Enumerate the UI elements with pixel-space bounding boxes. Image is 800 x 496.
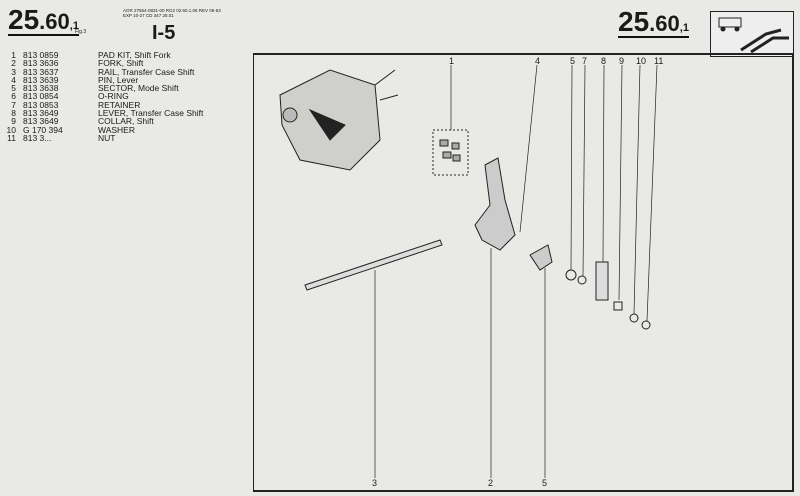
callout-label: 5 [542, 478, 548, 488]
shift-rail [304, 239, 443, 291]
part-description: COLLAR, Shift [98, 116, 154, 127]
part-description: PAD KIT, Shift Fork [98, 50, 171, 60]
callout-label: 8 [601, 56, 607, 66]
header-code: AGR 27554-0831-00 RG2 02.60.1.06 REV 06-… [123, 8, 221, 18]
item-number: 1 [11, 50, 16, 60]
parts-list-row: 6 813 0854 O-RING [4, 91, 203, 102]
item-number: 10 [6, 124, 16, 135]
part-description: WASHER [98, 124, 135, 135]
page-number-right: 25.60,1 [618, 6, 689, 38]
parts-list: 1 813 0859 PAD KIT, Shift Fork 2 813 3636 FOR… [4, 50, 204, 143]
page-main: 25 [618, 6, 650, 37]
page-sub: 60 [655, 11, 680, 36]
exploded-diagram-frame [253, 53, 794, 492]
item-number: 6 [11, 91, 16, 102]
part-description: O-RING [98, 91, 129, 102]
part-description: PIN, Lever [98, 74, 139, 85]
part-number: 813 3... [23, 132, 52, 143]
part-description: FORK, Shift [98, 58, 144, 69]
part-description: RAIL, Transfer Case Shift [98, 66, 195, 77]
part-number: 813 3649 [23, 116, 59, 127]
parts-list-row: 3 813 3637 RAIL, Transfer Case Shift [4, 66, 203, 77]
fig-ref: Fig.3 [75, 29, 87, 35]
mode-sector [529, 244, 553, 271]
parts-list-row: 2 813 3636 FORK, Shift [4, 58, 203, 69]
part-number: 813 0854 [23, 91, 59, 102]
page-number-left: 25.60,1 [8, 4, 79, 36]
parts-list-row: 7 813 0853 RETAINER [4, 99, 203, 110]
item-number: 8 [11, 108, 16, 119]
callout-label: 7 [582, 56, 588, 66]
page-sub: 60 [45, 9, 70, 34]
transfer-case-drawing [279, 69, 399, 171]
item-number: 2 [11, 58, 16, 69]
callout-label: 2 [488, 478, 494, 488]
page-suffix: 1 [682, 22, 689, 34]
callout-label: 10 [636, 56, 647, 66]
part-number: 813 3639 [23, 74, 59, 85]
callout-label: 9 [619, 56, 625, 66]
shift-fork [474, 157, 516, 251]
parts-list-row: 8 813 3649 LEVER, Transfer Case Shift [4, 108, 204, 119]
part-number: G 170 394 [23, 124, 63, 135]
vehicle-icon [718, 17, 789, 54]
part-description: NUT [98, 132, 116, 143]
parts-list-row: 4 813 3639 PIN, Lever [4, 74, 203, 85]
item-number: 5 [11, 83, 16, 94]
callout-label: 5 [570, 56, 576, 66]
part-number: 813 3637 [23, 66, 59, 77]
item-number: 4 [11, 74, 16, 85]
parts-list-row: 5 813 3638 SECTOR, Mode Shift [4, 83, 203, 94]
part-number: 813 0859 [23, 50, 59, 60]
item-number: 3 [11, 66, 16, 77]
item-number: 9 [11, 116, 16, 127]
part-description: LEVER, Transfer Case Shift [98, 108, 204, 119]
part-number: 813 0853 [23, 99, 59, 110]
item-number: 7 [11, 99, 16, 110]
part-description: SECTOR, Mode Shift [98, 83, 179, 94]
parts-list-row: 9 813 3649 COLLAR, Shift [4, 116, 203, 127]
vehicle-section-thumbnail [710, 11, 794, 57]
callout-label: 1 [449, 56, 455, 66]
page-suffix: 1 [72, 20, 79, 32]
page-main: 25 [8, 4, 40, 35]
part-number: 813 3638 [23, 83, 59, 94]
parts-list-row: 11 813 3... NUT [4, 132, 203, 143]
callout-label: 11 [654, 56, 664, 66]
item-number: 11 [7, 132, 16, 143]
callout-label: 4 [535, 56, 541, 66]
pad-kit-box [432, 129, 469, 176]
callout-label: 3 [372, 478, 378, 488]
part-description: RETAINER [98, 99, 141, 110]
group-code: I-5 [152, 22, 176, 44]
parts-list-row: 10 G 170 394 WASHER [4, 124, 203, 135]
parts-list-row: 1 813 0859 PAD KIT, Shift Fork [4, 50, 203, 60]
part-number: 813 3636 [23, 58, 59, 69]
part-number: 813 3649 [23, 108, 59, 119]
